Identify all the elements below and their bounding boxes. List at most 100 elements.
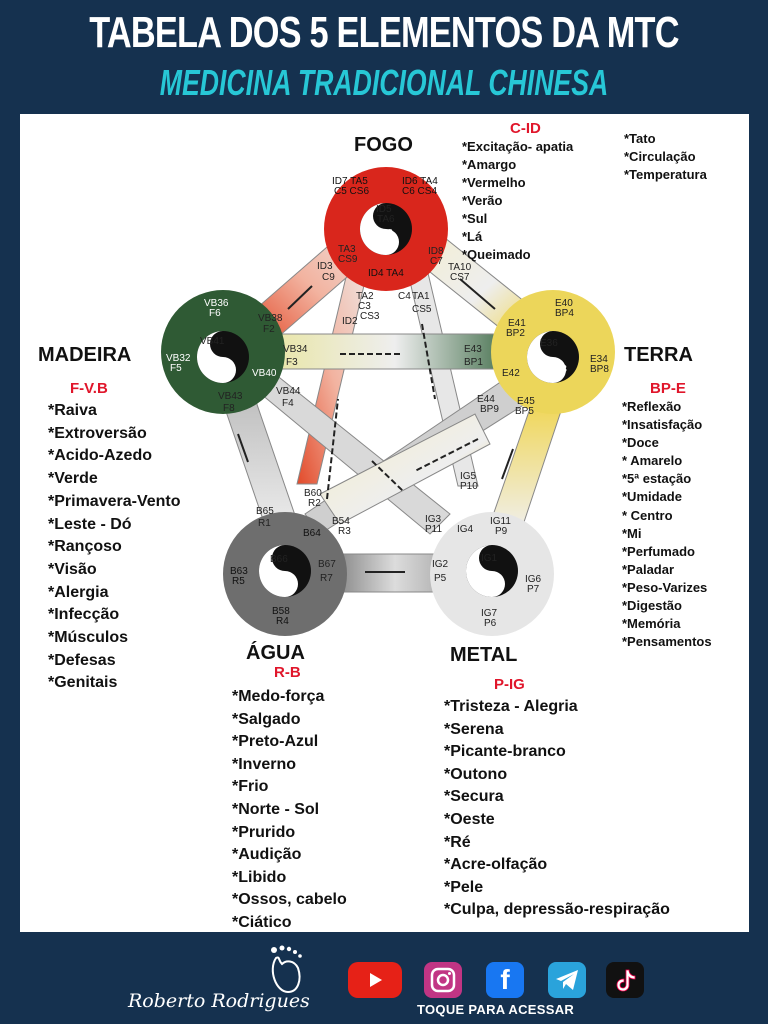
arrow-terra-agua: [414, 438, 479, 472]
cta-text: TOQUE PARA ACESSAR: [417, 1002, 575, 1017]
point-label: TA3: [338, 244, 356, 255]
point-label: IG11: [490, 516, 511, 527]
attribute-item: *Preto-Azul: [232, 733, 319, 751]
fogo-extra-list: *Tato*Circulação*Temperatura: [624, 130, 707, 184]
attribute-item: *Frio: [232, 778, 269, 796]
element-name-fogo: FOGO: [354, 134, 413, 156]
organs-madeira: F-V.B: [70, 380, 108, 397]
attribute-item: *Peso-Varizes: [622, 579, 708, 595]
point-label: IG1: [481, 553, 498, 564]
attribute-item: *Genitais: [48, 674, 118, 692]
footprint-logo-icon: [271, 945, 302, 994]
point-label: B60: [304, 488, 322, 499]
point-label: TA2: [356, 291, 374, 302]
attribute-item: *Perfumado: [622, 543, 695, 559]
attribute-item: *Umidade: [622, 489, 682, 505]
attribute-item: *Mi: [622, 525, 642, 541]
metal-yin-yang-icon: [466, 545, 518, 597]
attribute-item: * Amarelo: [622, 453, 683, 469]
telegram-button[interactable]: [548, 962, 586, 998]
terra-attributes-list: *Reflexão*Insatisfação*Doce* Amarelo*5ª …: [622, 398, 712, 651]
five-elements-diagram: ID5 TA6 C8 CS8 ID7 TA5 C5 CS6 ID6 TA4 C6…: [161, 167, 615, 636]
point-label: P7: [527, 584, 540, 595]
attribute-item: *Verde: [48, 470, 98, 488]
point-label: B63: [230, 566, 248, 577]
attribute-item: *Amargo: [462, 157, 517, 172]
point-label: P6: [484, 618, 497, 629]
point-label: C5 CS6: [334, 186, 369, 197]
point-label: BP8: [590, 364, 609, 375]
attribute-item: *Culpa, depressão-respiração: [444, 901, 670, 919]
point-label: CS7: [450, 272, 470, 283]
instagram-icon: [430, 967, 456, 993]
attribute-item: *Secura: [444, 788, 504, 806]
attribute-item: *Audição: [232, 846, 302, 864]
point-label: F1: [213, 366, 225, 377]
attribute-item: *Excitação- apatia: [462, 139, 574, 154]
diagram-panel: ID5 TA6 C8 CS8 ID7 TA5 C5 CS6 ID6 TA4 C6…: [20, 114, 749, 932]
attribute-item: *Vermelho: [462, 175, 526, 190]
madeira-yin-yang-icon: [197, 331, 249, 383]
point-label: E40: [555, 298, 573, 309]
agua-attributes-list: *Medo-força*Salgado*Preto-Azul*Inverno*F…: [232, 686, 347, 935]
organs-fogo: C-ID: [510, 120, 541, 137]
point-label: R3: [338, 526, 351, 537]
point-label: F6: [209, 308, 221, 319]
point-label: E34: [590, 354, 608, 365]
point-label: IG7: [481, 608, 498, 619]
arrow-madeira-fogo: [287, 285, 313, 310]
point-label: TA10: [448, 262, 472, 273]
attribute-item: *Lá: [462, 229, 483, 244]
attribute-item: *Rançoso: [48, 538, 122, 556]
element-name-metal: METAL: [450, 644, 518, 666]
point-label: VB34: [283, 344, 308, 355]
attribute-item: *Verão: [462, 193, 503, 208]
point-label: ID6 TA4: [402, 176, 438, 187]
point-label: R2: [308, 498, 321, 509]
attribute-item: *Defesas: [48, 651, 116, 669]
point-label: VB44: [276, 386, 301, 397]
element-name-agua: ÁGUA: [246, 642, 305, 664]
arrow-fogo-terra: [459, 278, 496, 310]
organs-terra: BP-E: [650, 380, 686, 397]
attribute-item: *Ré: [444, 833, 471, 851]
point-label: P8: [484, 583, 497, 594]
point-label: F5: [170, 363, 182, 374]
metal-attributes-list: *Tristeza - Alegria*Serena*Picante-branc…: [444, 696, 670, 922]
attribute-item: *Primavera-Vento: [48, 492, 181, 510]
point-label: B54: [332, 516, 350, 527]
agua-yin-yang-icon: [259, 545, 311, 597]
youtube-button[interactable]: [348, 962, 402, 998]
point-label: VB40: [252, 368, 277, 379]
attribute-item: *Memória: [622, 616, 681, 632]
tiktok-icon: [616, 969, 636, 992]
band-agua-terra-yellow: [319, 413, 491, 525]
point-label: E44: [477, 394, 495, 405]
point-label: BP5: [515, 406, 534, 417]
point-label: C8: [380, 228, 393, 239]
point-label: B65: [256, 506, 274, 517]
point-label: ID2: [342, 316, 358, 327]
attribute-item: *Leste - Dó: [48, 515, 132, 533]
point-label: C3: [358, 301, 371, 312]
point-label: BP3: [548, 364, 567, 375]
attribute-item: *Pensamentos: [622, 634, 712, 650]
instagram-button[interactable]: [424, 962, 462, 998]
point-label: F2: [263, 324, 275, 335]
point-label: R4: [276, 616, 289, 627]
tiktok-button[interactable]: [606, 962, 644, 998]
arrow-agua-madeira: [237, 433, 249, 463]
attribute-item: *Outono: [444, 765, 508, 783]
page-subtitle: MEDICINA TRADICIONAL CHINESA: [159, 62, 609, 103]
point-label: VB36: [204, 298, 229, 309]
fogo-yin-yang-icon: [360, 203, 412, 255]
fogo-attributes-list: *Excitação- apatia *Amargo *Vermelho *Verão…: [462, 138, 573, 264]
arrow-fogo-metal: [421, 323, 436, 400]
point-label: E45: [517, 396, 535, 407]
point-label: P9: [495, 526, 508, 537]
point-label: E41: [508, 318, 526, 329]
point-label: ID8: [428, 246, 444, 257]
point-label: BP9: [480, 404, 499, 415]
facebook-button[interactable]: f: [486, 962, 524, 998]
author-signature: Roberto Rodrigues: [128, 990, 310, 1012]
